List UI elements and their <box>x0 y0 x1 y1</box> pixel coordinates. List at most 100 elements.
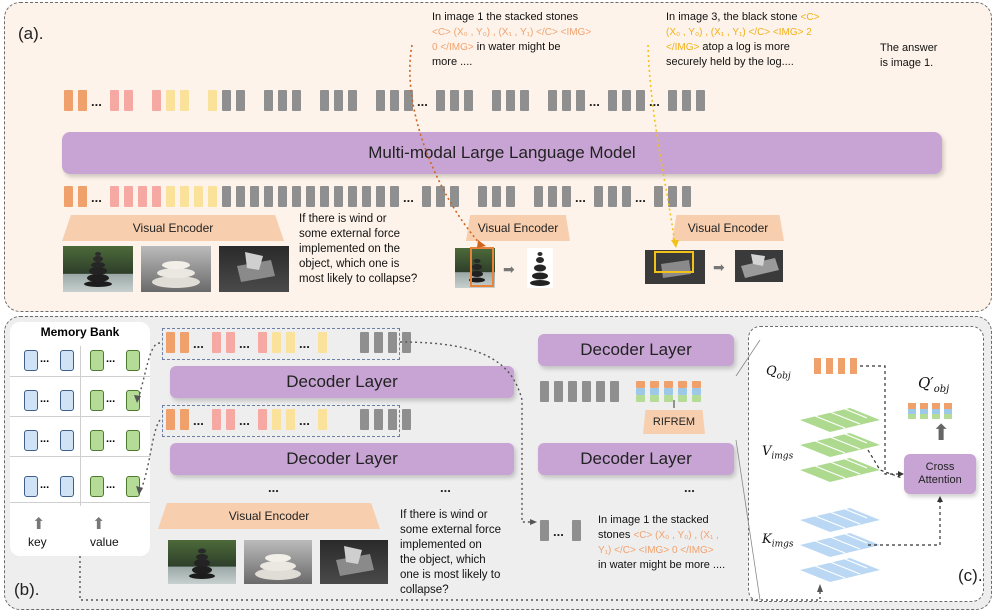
token <box>360 332 369 353</box>
token <box>696 90 705 111</box>
flat-stones-icon <box>255 554 301 580</box>
token <box>208 186 217 207</box>
token <box>402 409 411 430</box>
image-crop-3 <box>735 250 783 282</box>
token <box>562 186 571 207</box>
cross-attention-block: Cross Attention <box>904 454 976 494</box>
mllm-block: Multi-modal Large Language Model <box>62 132 942 174</box>
question-a-line: most likely to collapse? <box>299 273 418 285</box>
token <box>548 186 557 207</box>
annot2-line1a: In image 3, the black stone <box>666 11 801 23</box>
value-slot <box>90 390 104 411</box>
image-small-1 <box>455 248 495 288</box>
token <box>506 90 515 111</box>
v-imgs-label: Vimgs <box>762 444 793 462</box>
key-slot <box>24 430 38 451</box>
selected-token-box <box>162 328 400 360</box>
token-ellipsis: ... <box>193 413 204 428</box>
key-slot <box>60 476 74 497</box>
token <box>540 520 549 541</box>
question-a-line: implemented on the <box>299 243 401 255</box>
key-slot <box>60 390 74 411</box>
token <box>492 186 501 207</box>
crop-stones-icon <box>530 252 550 286</box>
token <box>278 90 287 111</box>
arrow-right-icon: ➡ <box>713 259 725 275</box>
token <box>64 90 73 111</box>
token <box>596 381 605 402</box>
answer-line2: is image 1. <box>880 57 934 69</box>
token <box>376 90 385 111</box>
arrow-up-icon: ⬆ <box>32 516 46 533</box>
ellipsis: ... <box>268 480 279 495</box>
token <box>180 186 189 207</box>
question-a-line: object, which one is <box>299 258 400 270</box>
q-prime-sub: obj <box>933 384 950 395</box>
token <box>166 186 175 207</box>
token <box>318 332 327 353</box>
token <box>582 381 591 402</box>
token <box>110 90 119 111</box>
token <box>682 186 691 207</box>
memory-bank: Memory Bank ........................ ⬆ ⬆… <box>10 322 150 556</box>
fused-token <box>636 388 645 395</box>
stacked-stones-icon <box>84 252 112 287</box>
token <box>636 90 645 111</box>
token <box>562 90 571 111</box>
decoder-layer-b2: Decoder Layer <box>170 443 514 475</box>
token <box>554 381 563 402</box>
token <box>450 90 459 111</box>
fused-token <box>636 381 645 388</box>
panel-c-label: (c). <box>958 566 983 585</box>
bbox-highlight-3 <box>654 251 694 273</box>
token-ellipsis: ... <box>553 524 564 539</box>
annot1-line2: <C> (X₀ , Y₀) , (X₁ , Y₁) </C> <IMG> <box>432 27 592 38</box>
answer-line1: The answer <box>880 42 938 54</box>
token-ellipsis: ... <box>299 413 310 428</box>
image-crop-1 <box>527 248 553 288</box>
question-b-line: some external force <box>400 524 501 536</box>
v-imgs: V <box>762 444 772 459</box>
token <box>572 520 581 541</box>
token <box>622 186 631 207</box>
token <box>152 90 161 111</box>
q-obj-label: Qobj <box>766 364 791 382</box>
visual-encoder-a3: Visual Encoder <box>672 215 784 241</box>
visual-encoder-a: Visual Encoder <box>62 215 284 241</box>
fused-token <box>664 381 673 388</box>
value-slot <box>90 476 104 497</box>
token <box>404 90 413 111</box>
q-obj-sub: obj <box>776 371 791 382</box>
token <box>78 90 87 111</box>
token <box>278 186 287 207</box>
answer-text: The answer is image 1. <box>880 41 937 71</box>
token-ellipsis: ... <box>417 94 428 109</box>
token <box>212 332 221 353</box>
token <box>292 90 301 111</box>
question-a-line: If there is wind or <box>299 213 387 225</box>
token <box>166 409 175 430</box>
token <box>318 409 327 430</box>
visual-encoder-a2: Visual Encoder <box>466 215 570 241</box>
key-slot <box>60 430 74 451</box>
value-slot <box>90 430 104 451</box>
token <box>286 332 295 353</box>
question-b-line: one is most likely to <box>400 569 501 581</box>
token <box>236 90 245 111</box>
slot-ellipsis: ... <box>106 353 116 365</box>
token <box>436 186 445 207</box>
token <box>376 186 385 207</box>
annot2-line4: securely held by the log.... <box>666 56 794 68</box>
output-line4: in water might be more .... <box>598 559 726 571</box>
q-prime-label: Q′obj <box>918 374 949 395</box>
token <box>222 90 231 111</box>
value-slot <box>126 350 140 371</box>
annot2-line1b: <C> <box>800 12 820 23</box>
token <box>464 90 473 111</box>
value-slot <box>126 476 140 497</box>
memory-bank-title: Memory Bank <box>40 325 120 339</box>
token <box>388 409 397 430</box>
slot-ellipsis: ... <box>40 353 50 365</box>
